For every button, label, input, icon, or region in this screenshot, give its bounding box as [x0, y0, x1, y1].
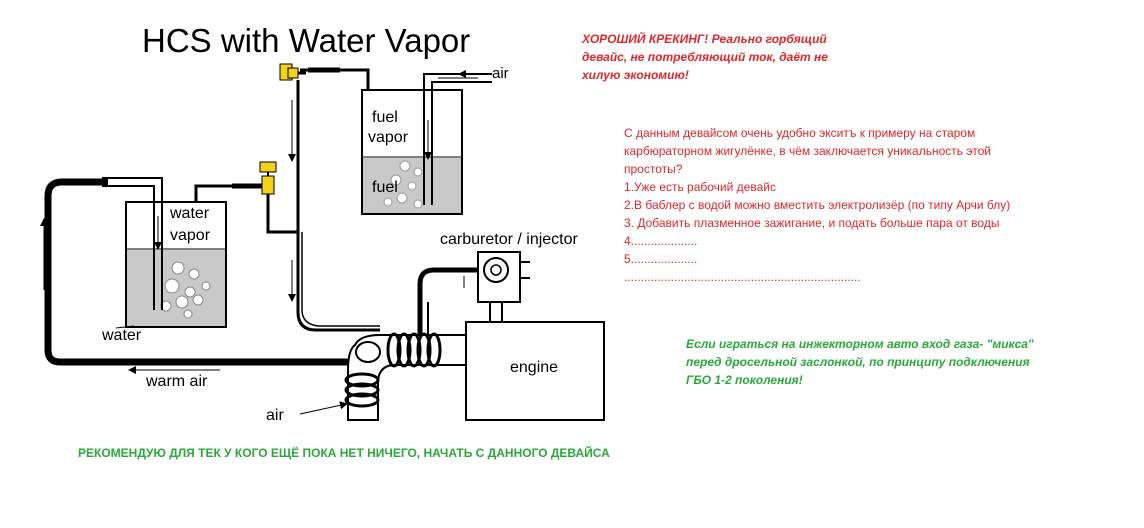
top-valve-icon [279, 63, 306, 81]
diagram-title: HCS with Water Vapor [142, 22, 470, 59]
note-steps-line-4: 1.Уже есть рабочий девайс [624, 180, 776, 194]
note-top-line-1: ХОРОШИЙ КРЕКИНГ! Реально горбящий [582, 32, 827, 46]
water-bubbler [125, 201, 227, 328]
note-steps-line-6: 3. Добавить плазменное зажигание, и пода… [624, 216, 1000, 230]
engine-block [465, 321, 605, 421]
note-steps: С данным девайсом очень удобно экситъ к … [624, 124, 1124, 286]
note-recommendation-text: РЕКОМЕНДУЮ ДЛЯ ТЕК У КОГО ЕЩЁ ПОКА НЕТ Н… [78, 446, 610, 460]
note-injector-line-1: Если играться на инжекторном авто вход г… [686, 337, 1034, 351]
note-steps-line-9: ........................................… [624, 270, 861, 284]
fuel-tank [361, 89, 463, 215]
note-steps-line-7: 4.................... [624, 234, 698, 248]
note-steps-line-8: 5.................... [624, 252, 698, 266]
note-steps-line-5: 2.В баблер с водой можно вместить электр… [624, 198, 1011, 212]
intake-coil [344, 332, 471, 421]
note-top-line-3: хилую экономию! [582, 68, 689, 82]
note-steps-line-1: С данным девайсом очень удобно экситъ к … [624, 126, 976, 140]
water-vapor-label-1: water [169, 205, 210, 222]
carburetor-icon [470, 251, 530, 322]
note-injector-line-2: перед дросельной заслонкой, по принципу … [686, 355, 1030, 369]
fuel-label: fuel [372, 179, 398, 196]
air-top-label: air [492, 65, 509, 82]
note-top-line-2: девайс, не потребляющий ток, даёт не [582, 50, 828, 64]
air-bottom-label: air [266, 407, 284, 424]
water-label: water [101, 327, 142, 344]
note-steps-line-3: простоты? [624, 162, 683, 176]
fuel-vapor-label-2: vapor [368, 129, 409, 146]
note-injector-line-3: ГБО 1-2 поколения! [686, 373, 803, 387]
engine-label: engine [510, 359, 558, 376]
note-recommendation: РЕКОМЕНДУЮ ДЛЯ ТЕК У КОГО ЕЩЁ ПОКА НЕТ Н… [78, 444, 718, 462]
fuel-vapor-label-1: fuel [372, 109, 398, 126]
warm-air-label: warm air [145, 373, 208, 390]
carburetor-label: carburetor / injector [440, 231, 579, 248]
note-good-cracking: ХОРОШИЙ КРЕКИНГ! Реально горбящий девайс… [582, 30, 872, 84]
water-vapor-label-2: vapor [170, 227, 211, 244]
note-steps-line-2: карбюраторном жигулёнке, в чём заключает… [624, 144, 991, 158]
note-injector: Если играться на инжекторном авто вход г… [686, 335, 1106, 389]
middle-valve-icon [259, 161, 277, 195]
